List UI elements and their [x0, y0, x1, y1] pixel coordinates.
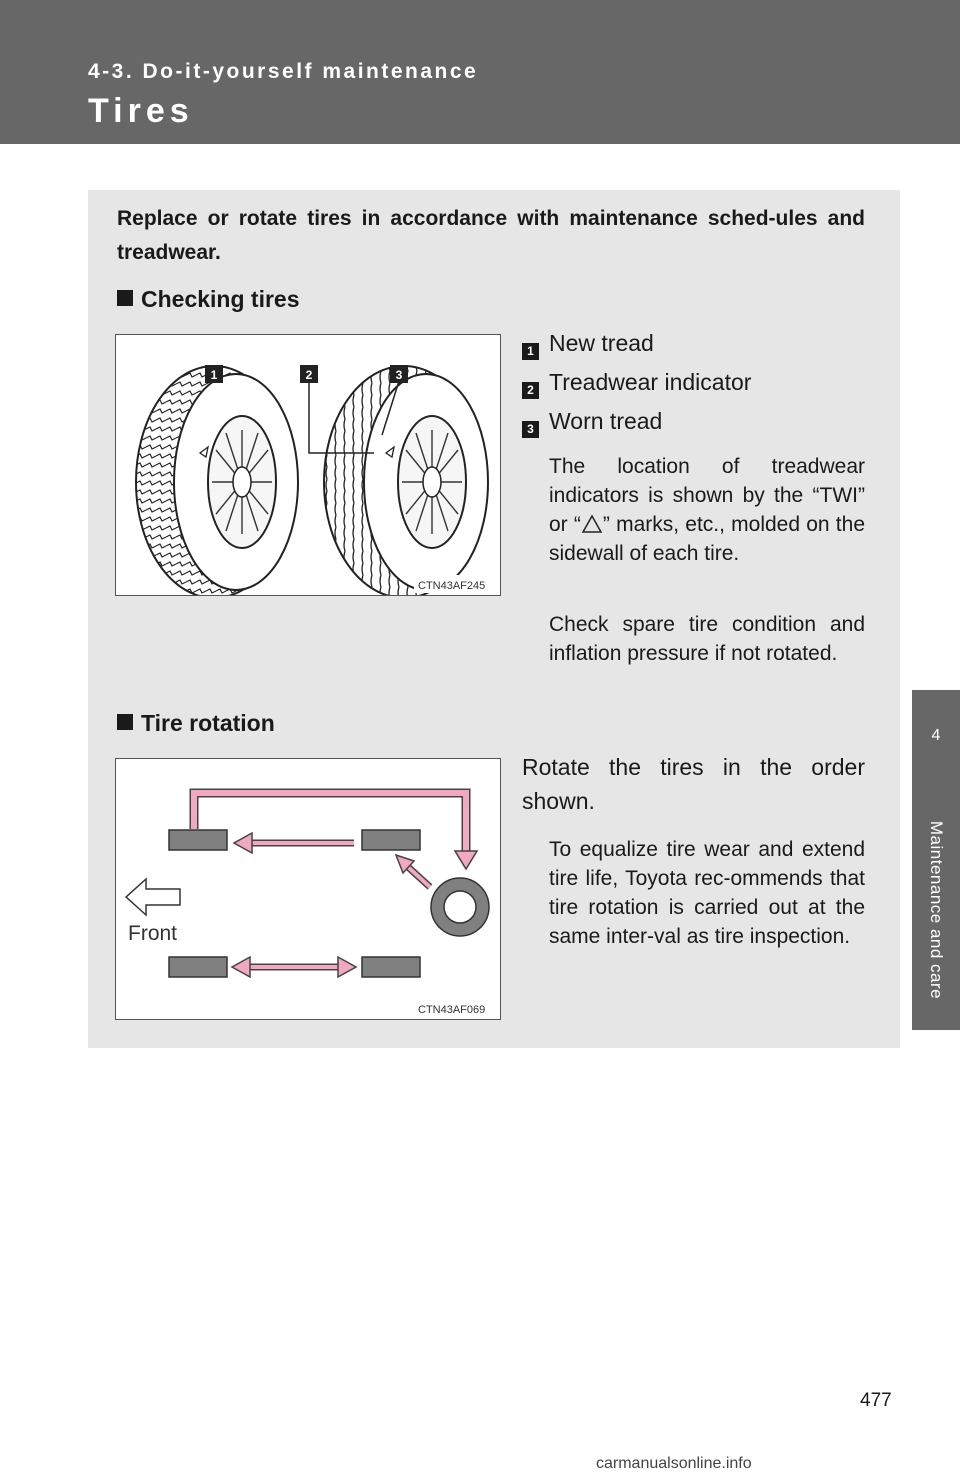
callout-2: 2 [306, 368, 313, 382]
legend-item-2: 2 Treadwear indicator [522, 367, 752, 399]
checking-tires-heading-text: Checking tires [141, 286, 300, 312]
page-title: Tires [88, 92, 194, 130]
treadwear-note-start: The location of treadwear indicators is … [549, 455, 865, 536]
treadwear-location-note: The location of treadwear indicators is … [549, 452, 865, 568]
legend-item-3: 3 Worn tread [522, 406, 663, 438]
tire-tread-illustration: 1 2 3 CTN43AF245 [135, 365, 498, 595]
square-bullet-icon [117, 290, 133, 306]
front-label: Front [128, 922, 177, 945]
legend-item-1: 1 New tread [522, 328, 654, 360]
watermark[interactable]: carmanualsonline.info [596, 1455, 752, 1472]
front-right-tire-icon [361, 829, 421, 851]
checking-tires-heading: Checking tires [117, 286, 300, 313]
spare-tire-note: Check spare tire condition and inflation… [549, 613, 865, 665]
callout-3: 3 [396, 368, 403, 382]
tire-tread-figure: 1 2 3 CTN43AF245 [115, 334, 501, 596]
tire-rotation-diagram: Front CTN43AF069 [124, 788, 490, 1016]
intro-text: Replace or rotate tires in accordance wi… [117, 207, 865, 264]
page-number: 477 [860, 1390, 892, 1411]
new-tread-tire-icon [135, 365, 299, 595]
legend-label-3: Worn tread [549, 408, 663, 434]
rotation-instruction: Rotate the tires in the order shown. [522, 754, 865, 814]
legend-label-1: New tread [549, 330, 654, 356]
front-direction-arrow-icon [124, 877, 181, 917]
tire-rotation-figure: Front CTN43AF069 [115, 758, 501, 1020]
tire-rotation-heading: Tire rotation [117, 710, 275, 737]
legend-label-2: Treadwear indicator [549, 369, 752, 395]
legend-badge-3: 3 [522, 421, 539, 438]
rotation-note: To equalize tire wear and extend tire li… [549, 838, 865, 948]
spare-tire-icon [430, 877, 490, 937]
legend-badge-2: 2 [522, 382, 539, 399]
treadwear-note-end: ” marks, etc., molded on the sidewall of… [549, 513, 865, 565]
legend-badge-1: 1 [522, 343, 539, 360]
chapter-tab-number: 4 [931, 727, 941, 744]
square-bullet-icon [117, 714, 133, 730]
double-arrow-icon [230, 955, 358, 979]
figure-code-2: CTN43AF069 [418, 1004, 485, 1016]
tire-rotation-heading-text: Tire rotation [141, 710, 275, 736]
rotation-loop-arrow-icon [189, 788, 479, 871]
page-header [0, 0, 960, 144]
section-label: 4-3. Do-it-yourself maintenance [88, 60, 479, 83]
left-arrow-icon [232, 831, 354, 855]
diagonal-arrow-icon [394, 853, 433, 890]
rear-right-tire-icon [361, 956, 421, 978]
chapter-tab[interactable] [912, 690, 960, 1030]
front-left-tire-icon [168, 829, 228, 851]
callout-1: 1 [211, 368, 218, 382]
triangle-mark-icon [581, 514, 603, 533]
rear-left-tire-icon [168, 956, 228, 978]
worn-tread-tire-icon [323, 365, 489, 595]
figure-code-1: CTN43AF245 [418, 580, 485, 592]
chapter-tab-label: Maintenance and care [927, 820, 946, 1000]
